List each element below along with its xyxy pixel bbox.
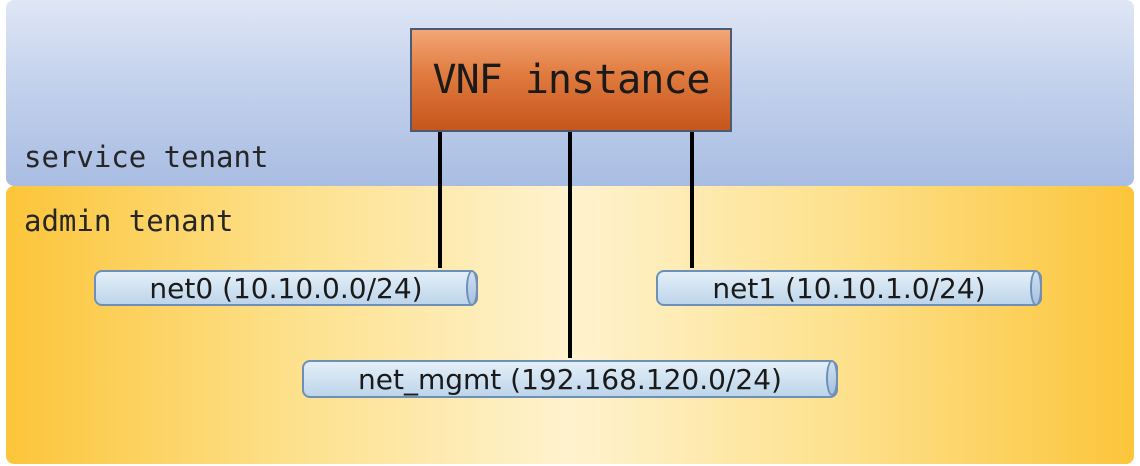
network-net1: net1 (10.10.1.0/24) — [656, 270, 1042, 306]
link-vnf-net1 — [690, 132, 694, 268]
link-vnf-net0 — [438, 132, 442, 268]
network-net-mgmt: net_mgmt (192.168.120.0/24) — [302, 360, 838, 398]
network-net0-label: net0 (10.10.0.0/24) — [149, 271, 423, 305]
vnf-instance-label: VNF instance — [432, 57, 711, 103]
vnf-instance-box: VNF instance — [410, 28, 732, 132]
link-vnf-net-mgmt — [568, 132, 572, 358]
network-net-mgmt-label: net_mgmt (192.168.120.0/24) — [358, 362, 782, 396]
admin-tenant-label: admin tenant — [24, 204, 234, 238]
service-tenant-label: service tenant — [24, 140, 269, 174]
network-net0: net0 (10.10.0.0/24) — [94, 270, 478, 306]
network-net1-label: net1 (10.10.1.0/24) — [712, 271, 986, 305]
